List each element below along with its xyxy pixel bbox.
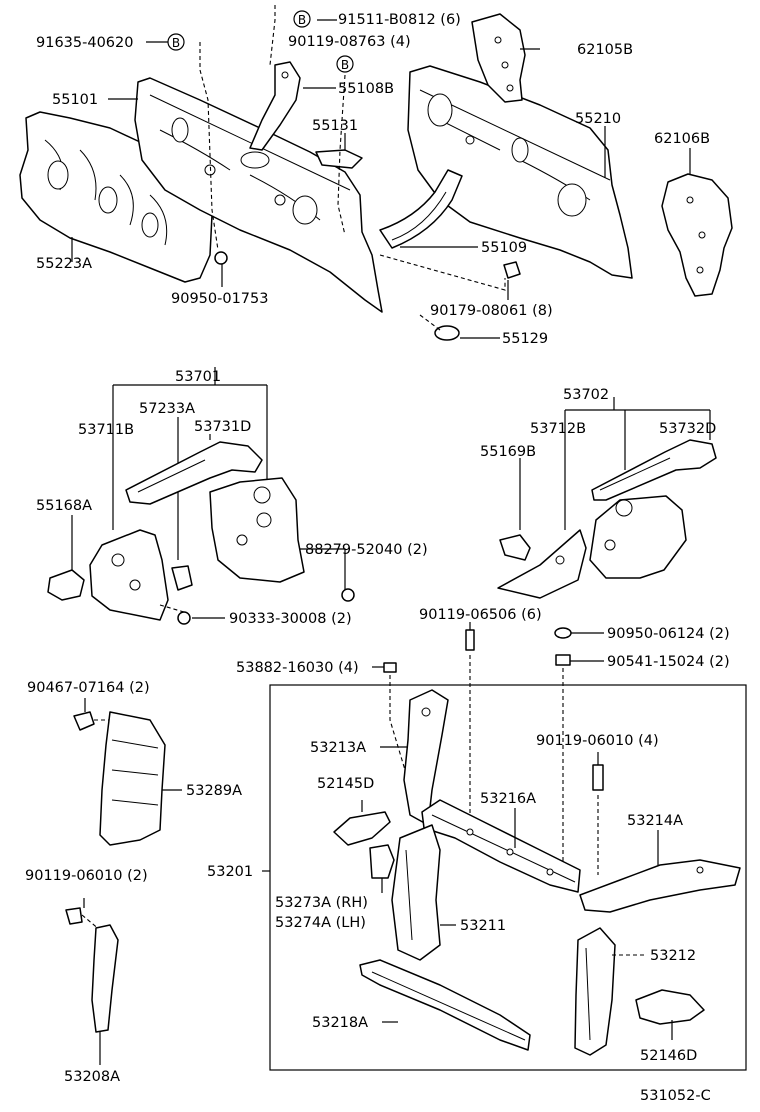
- label-90119-06506: 90119-06506 (6): [419, 607, 542, 623]
- label-57233a: 57233A: [139, 401, 195, 417]
- label-90179-08061: 90179-08061 (8): [430, 303, 553, 319]
- label-55169b: 55169B: [480, 444, 536, 460]
- label-53212: 53212: [650, 948, 696, 964]
- bracket-55131: [315, 149, 363, 169]
- label-90950-01753: 90950-01753: [171, 291, 269, 307]
- reinforcement-53731d: [125, 441, 263, 505]
- apron-left-group: [47, 367, 355, 625]
- lower-left-group: [65, 698, 182, 1065]
- label-53732d: 53732D: [659, 421, 716, 437]
- label-53216a: 53216A: [480, 791, 536, 807]
- label-53218a: 53218A: [312, 1015, 368, 1031]
- brace-55108b: [249, 61, 301, 151]
- seal-53208a: [91, 924, 119, 1033]
- label-53214a: 53214A: [627, 813, 683, 829]
- label-90950-06124: 90950-06124 (2): [607, 626, 730, 642]
- label-53702: 53702: [563, 387, 609, 403]
- apron-53711b: [89, 529, 169, 621]
- label-52146d: 52146D: [640, 1048, 697, 1064]
- apron-right-group: [497, 397, 717, 599]
- label-55108b: 55108B: [338, 81, 394, 97]
- label-52145d: 52145D: [317, 776, 374, 792]
- label-53274a: 53274A (LH): [275, 915, 366, 931]
- side-support-53211: [391, 824, 441, 961]
- label-53213a: 53213A: [310, 740, 366, 756]
- label-62106b: 62106B: [654, 131, 710, 147]
- label-90119-06010-4: 90119-06010 (4): [536, 733, 659, 749]
- reinforcement-53732d: [591, 439, 717, 501]
- radiator-support-53201-box: [262, 684, 747, 1071]
- label-90541-15024: 90541-15024 (2): [607, 654, 730, 670]
- apron-53712b: [497, 529, 587, 599]
- label-90467-07164: 90467-07164 (2): [27, 680, 150, 696]
- label-53882-16030: 53882-16030 (4): [236, 660, 359, 676]
- label-55168a: 55168A: [36, 498, 92, 514]
- apron-main-53702: [589, 495, 687, 579]
- marker-b-3: B: [341, 58, 349, 72]
- apron-main-53701: [209, 477, 305, 583]
- label-55210: 55210: [575, 111, 621, 127]
- bracket-52145d: [333, 811, 391, 846]
- label-90333-30008: 90333-30008 (2): [229, 611, 352, 627]
- diagram-id: 531052-C: [640, 1088, 711, 1104]
- marker-b-1: B: [172, 36, 180, 50]
- label-91635-40620: 91635-40620: [36, 35, 134, 51]
- label-90119-08763: 90119-08763 (4): [288, 34, 411, 50]
- label-53712b: 53712B: [530, 421, 586, 437]
- seal-53289a: [99, 711, 166, 846]
- top-solid-leaders: [71, 19, 691, 339]
- label-53701: 53701: [175, 369, 221, 385]
- bracket-55168a: [47, 569, 85, 601]
- label-55223a: 55223A: [36, 256, 92, 272]
- label-53208a: 53208A: [64, 1069, 120, 1085]
- bracket-52146d: [635, 989, 705, 1025]
- label-53211: 53211: [460, 918, 506, 934]
- label-55129: 55129: [502, 331, 548, 347]
- label-55109: 55109: [481, 240, 527, 256]
- lower-support-53218a: [359, 959, 531, 1051]
- upper-support-53216a: [421, 799, 581, 893]
- duct-55109: [379, 169, 463, 249]
- dash-panel-group: [19, 13, 733, 341]
- silencer-62105b: [471, 13, 526, 103]
- silencer-62106b: [661, 173, 733, 297]
- label-53289a: 53289A: [186, 783, 242, 799]
- label-90119-06010-2: 90119-06010 (2): [25, 868, 148, 884]
- marker-b-2: B: [298, 13, 306, 27]
- label-55101: 55101: [52, 92, 98, 108]
- label-55131: 55131: [312, 118, 358, 134]
- part-labels: B B B 91635-40620 91511-B0812 (6) 90119-…: [25, 10, 730, 1104]
- side-support-53212: [574, 927, 616, 1056]
- block-57233a: [171, 565, 193, 591]
- top-leader-lines: [199, 5, 506, 331]
- hardware-mid-right: [372, 622, 604, 890]
- label-53273a: 53273A (RH): [275, 895, 368, 911]
- label-53201: 53201: [207, 864, 253, 880]
- bracket-53273a-53274a: [369, 844, 395, 879]
- label-53731d: 53731D: [194, 419, 251, 435]
- label-88279-52040: 88279-52040 (2): [305, 542, 428, 558]
- bracket-55169b: [499, 534, 531, 561]
- support-53214a: [579, 859, 741, 913]
- label-62105b: 62105B: [577, 42, 633, 58]
- label-91511-b0812: 91511-B0812 (6): [338, 12, 461, 28]
- label-53711b: 53711B: [78, 422, 134, 438]
